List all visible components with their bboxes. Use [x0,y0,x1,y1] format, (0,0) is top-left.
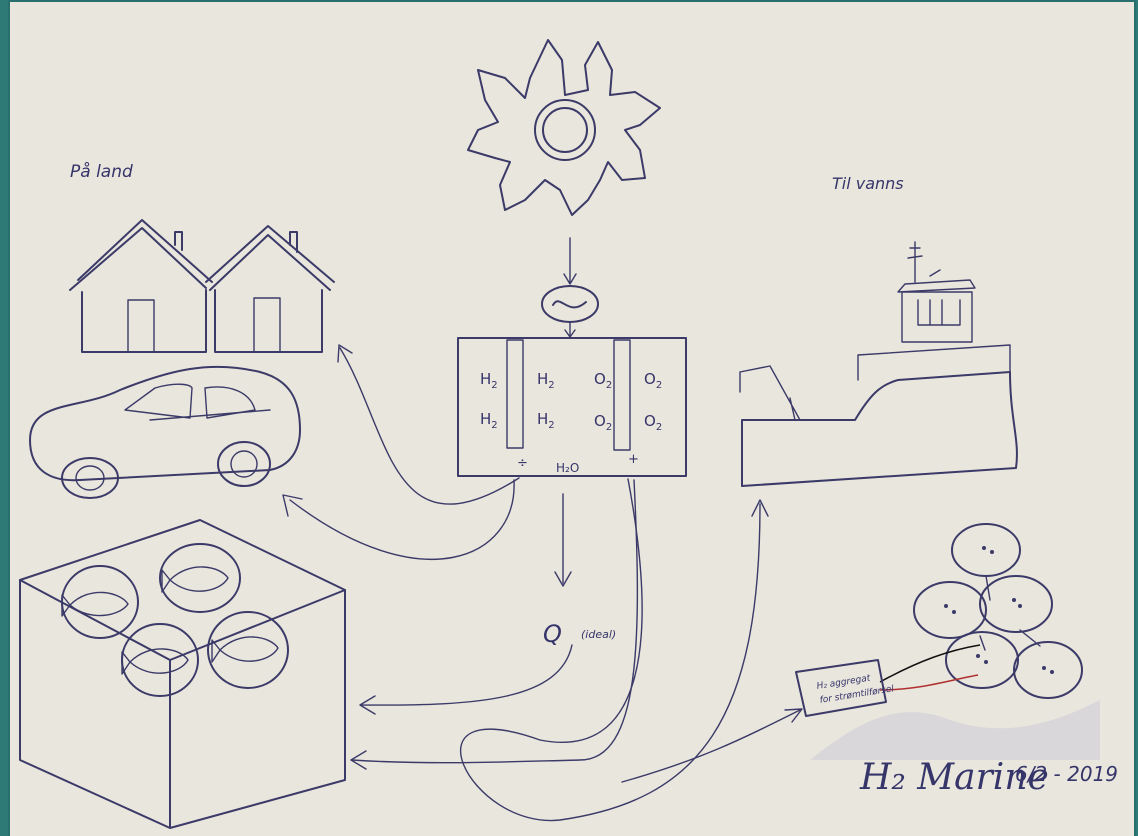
fish-farm-icon [19,519,346,829]
signature-date: 6/2 - 2019 [1015,762,1119,786]
gas-label-o2: O2 [594,370,613,391]
gas-label-h2: H2 [480,370,498,391]
sketch-canvas [19,39,1100,829]
house-icon [69,219,213,353]
arrow-to-fishfarm-top [359,644,573,715]
aggregate-box [795,659,887,717]
heat-label: Q [543,620,562,648]
arrow-turbine-to-ac [563,237,577,285]
gas-label-h2: H2 [480,410,498,431]
gas-label-o2: O2 [644,370,663,391]
arrow-to-houses [337,344,520,505]
electrolyzer [457,337,687,477]
arrow-to-aggregate [621,708,803,783]
floating-platform-icon [810,523,1100,760]
label-offshore: Til vanns [832,174,904,193]
paper-sheet: På land Til vanns Q (ideal) H₂ aggregat … [10,2,1134,836]
house-icon [205,225,335,353]
arrow-electrolyzer-to-heat [554,493,572,587]
ship-icon [739,241,1018,487]
wind-turbine-icon [467,39,661,216]
water-label: H₂O [556,461,580,475]
gas-label-o2: O2 [644,412,663,433]
label-onshore: På land [70,162,133,182]
signature: H₂ Marine [860,757,1049,798]
ac-converter-icon [541,285,599,338]
arrow-to-car [282,479,515,561]
heat-note: (ideal) [581,628,617,641]
arrow-to-ship [459,478,769,822]
anode-sign: + [628,452,639,467]
arrow-to-fishfarm-bottom [350,479,639,770]
car-icon [29,365,301,499]
cathode-sign: ÷ [517,456,528,471]
gas-label-h2: H2 [537,410,555,431]
gas-label-o2: O2 [594,412,613,433]
gas-label-h2: H2 [537,370,555,391]
